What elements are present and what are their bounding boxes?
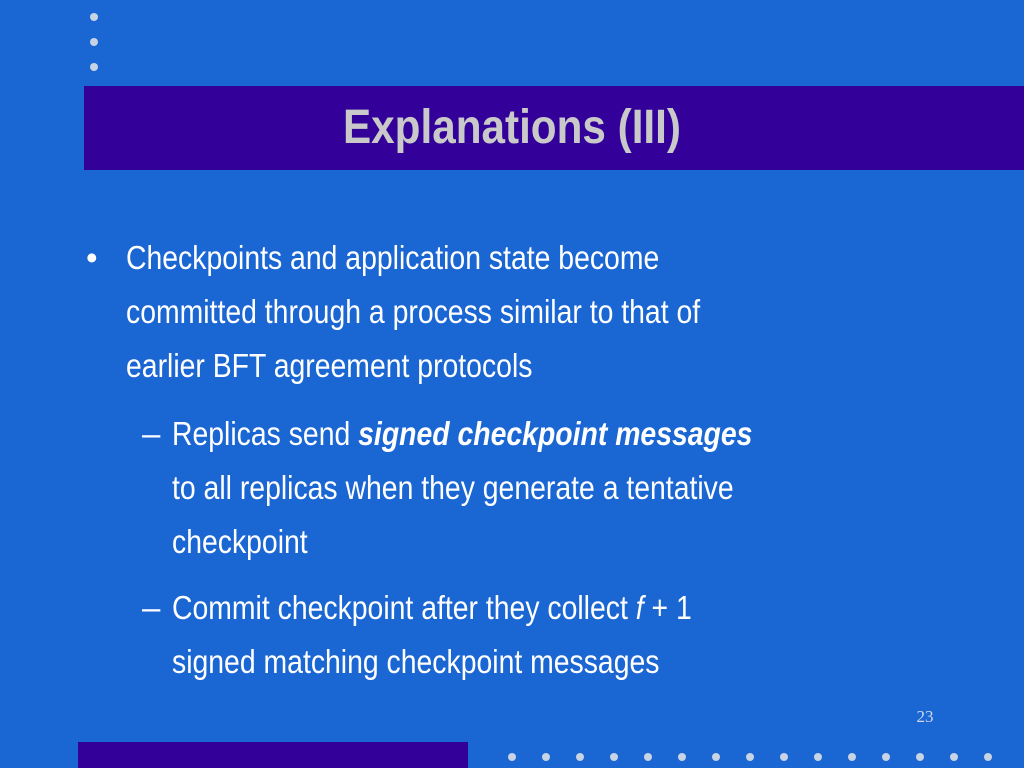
decorative-dot: [508, 753, 516, 761]
sub-bullet-1-line-2: to all replicas when they generate a ten…: [172, 469, 734, 506]
sub-bullet-marker: –: [142, 415, 161, 452]
decorative-dot: [882, 753, 890, 761]
sub-bullet-1-line-1: Replicas send signed checkpoint messages: [172, 414, 752, 454]
decorative-dot: [848, 753, 856, 761]
decorative-dot: [780, 753, 788, 761]
decorative-dot: [678, 753, 686, 761]
sub-bullet-1-prefix: Replicas send: [172, 415, 359, 452]
decorative-dot: [950, 753, 958, 761]
sub-bullet-2-suffix: + 1: [643, 589, 692, 626]
decorative-dot: [814, 753, 822, 761]
sub-bullet-1-line-3: checkpoint: [172, 523, 308, 560]
sub-bullet-2-variable: f: [635, 589, 644, 626]
page-number: 23: [916, 707, 934, 726]
decorative-dot: [746, 753, 754, 761]
decorative-dot: [644, 753, 652, 761]
sub-bullet-marker: –: [142, 589, 161, 626]
sub-bullet-2-line-1: Commit checkpoint after they collect f +…: [172, 588, 692, 628]
decorative-dot: [984, 753, 992, 761]
decorative-dot: [90, 38, 98, 46]
decorative-dot: [542, 753, 550, 761]
decorative-dot: [90, 63, 98, 71]
bullet-1-line-3: earlier BFT agreement protocols: [126, 347, 533, 384]
bullet-marker: •: [86, 239, 98, 276]
bullet-1-line-1: Checkpoints and application state become: [126, 239, 660, 276]
sub-bullet-2-line-2: signed matching checkpoint messages: [172, 643, 660, 680]
decorative-dot: [90, 13, 98, 21]
decorative-dot: [712, 753, 720, 761]
decorative-dot: [610, 753, 618, 761]
title-bar: [84, 86, 1024, 170]
sub-bullet-1-emphasis: signed checkpoint messages: [358, 415, 753, 452]
decorative-dot: [576, 753, 584, 761]
decorative-dot: [916, 753, 924, 761]
slide-title: Explanations (III): [343, 101, 681, 154]
sub-bullet-2-prefix: Commit checkpoint after they collect: [172, 589, 636, 626]
footer-bar: [78, 742, 468, 768]
bullet-1-line-2: committed through a process similar to t…: [126, 293, 701, 330]
